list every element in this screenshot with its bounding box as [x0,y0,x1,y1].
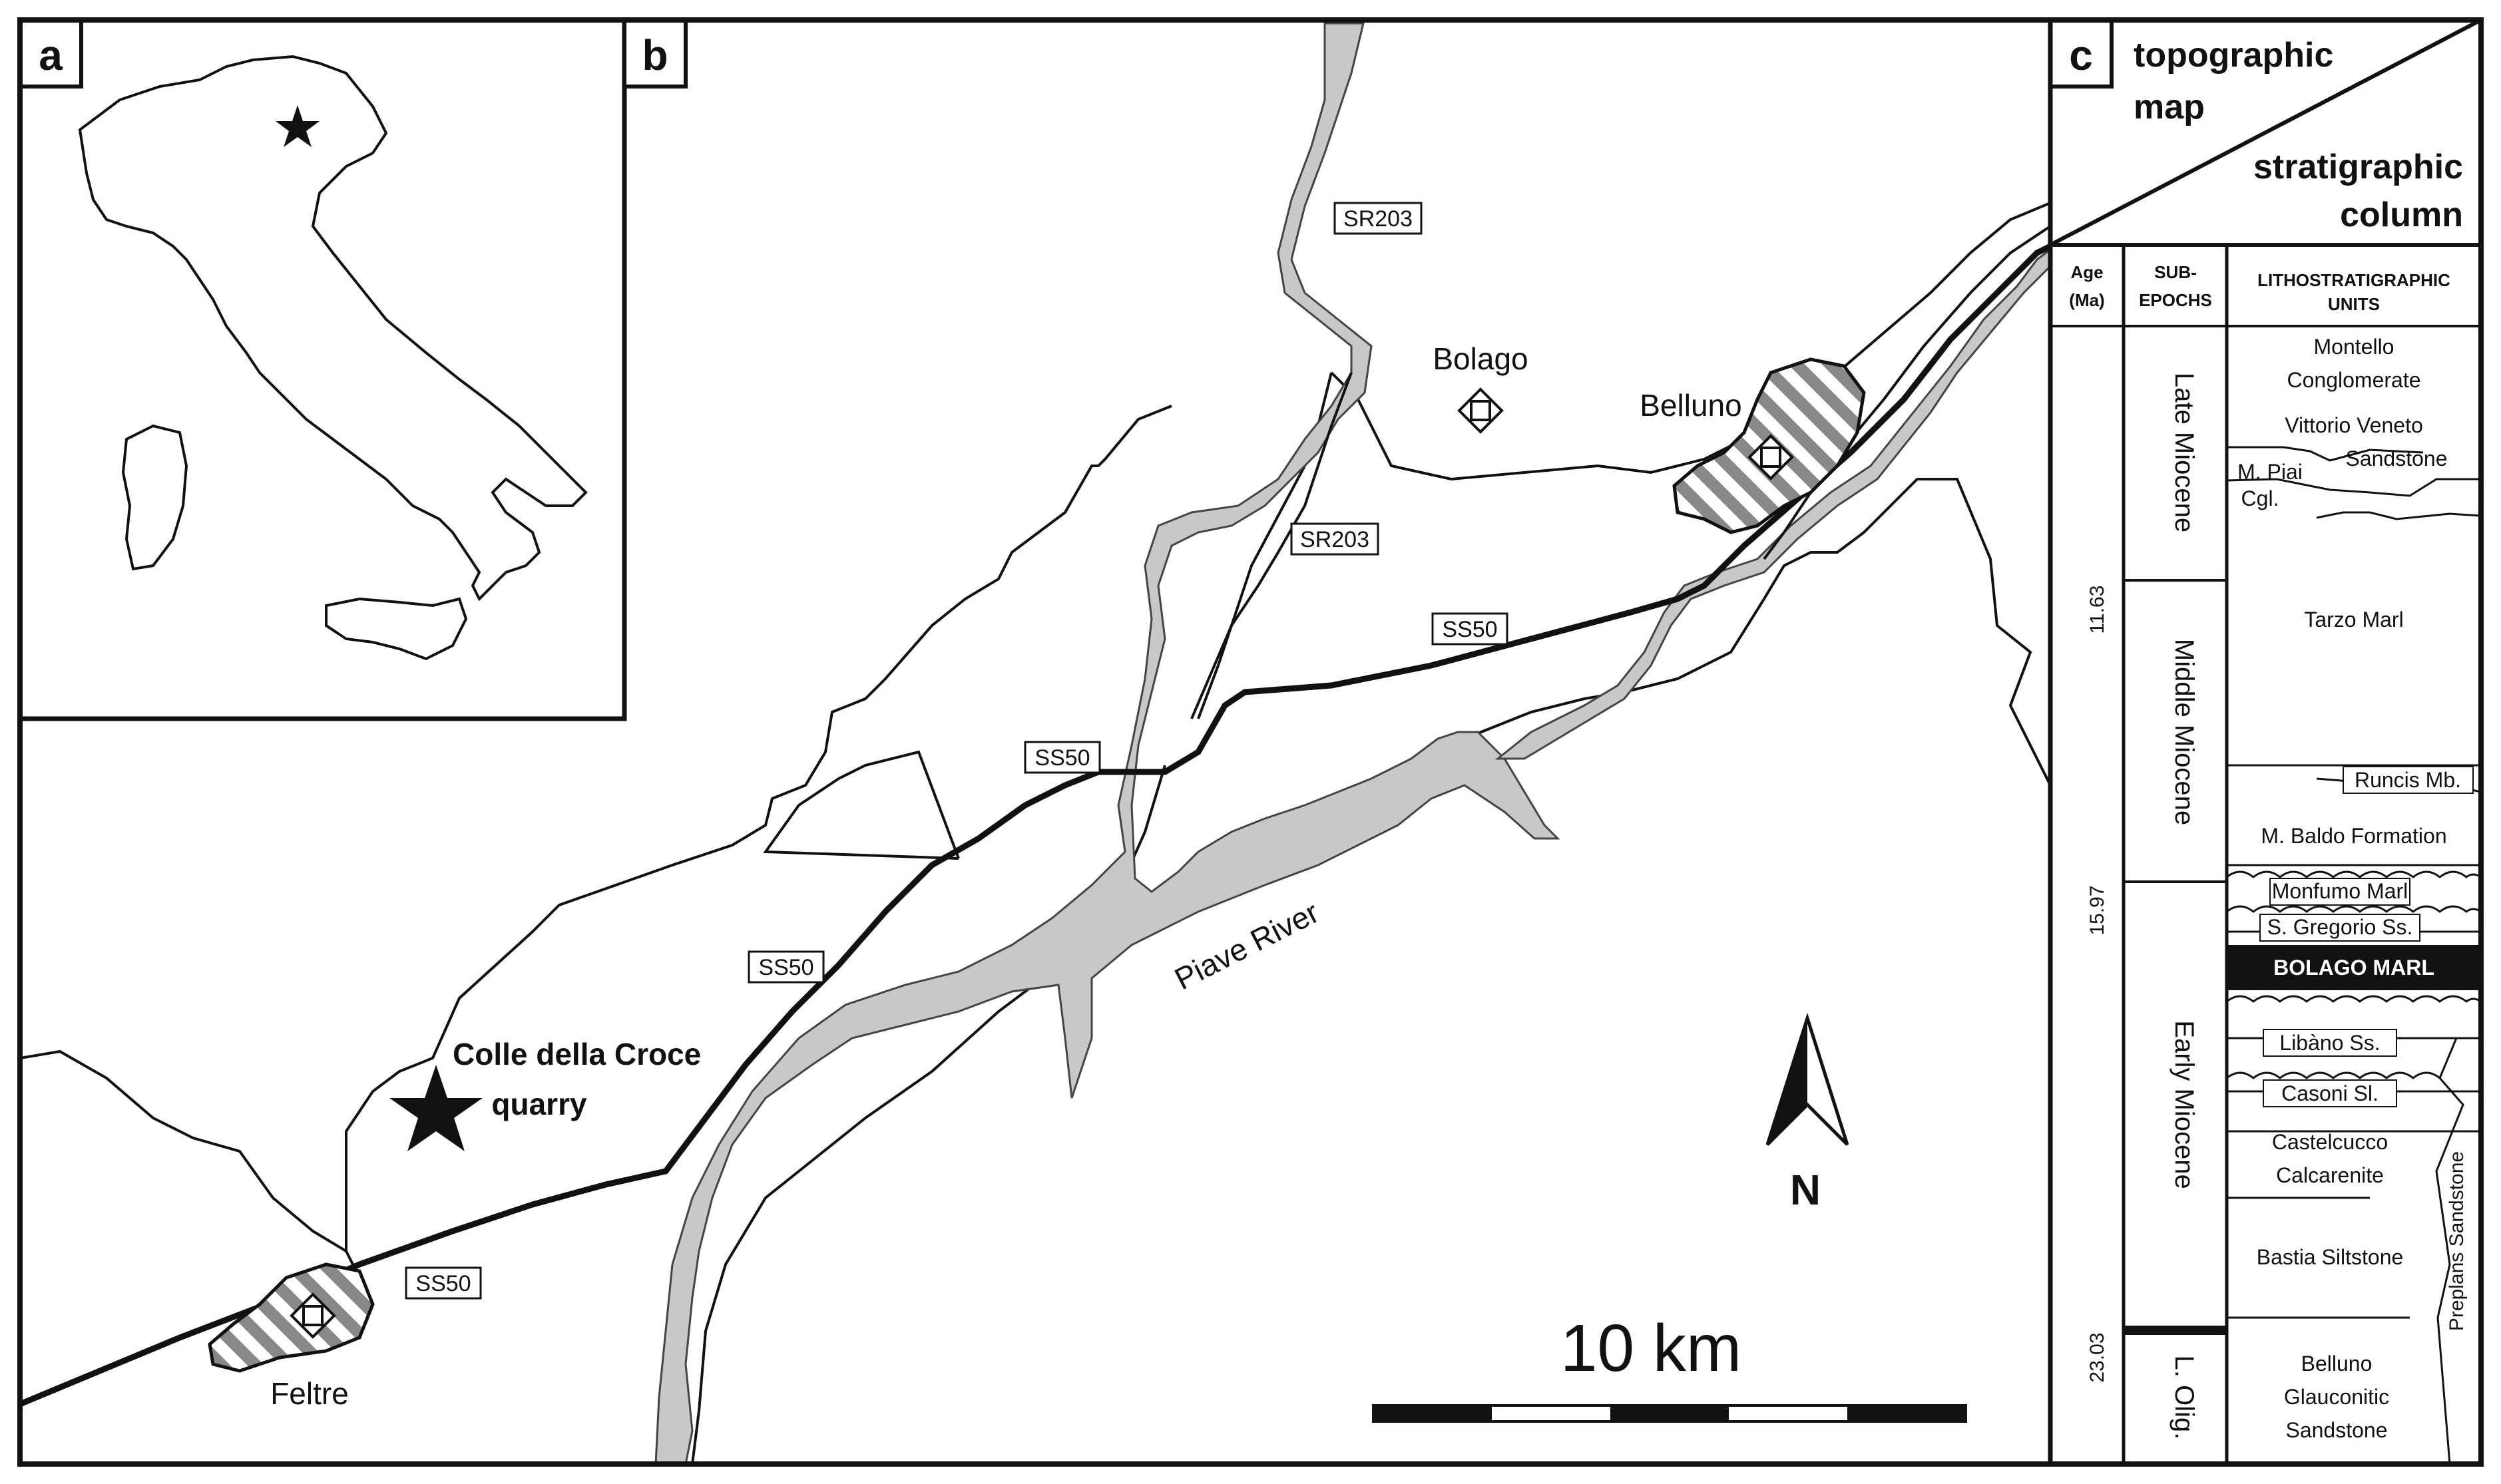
label-ss50-center: SS50 [1034,745,1090,771]
marl-wavy-bands [2226,870,2482,1079]
figure-frame [17,17,2484,1467]
road-labels: SR203 SR203 SS50 SS50 SS50 SS50 [405,202,1508,1300]
unit-gregorio: S. Gregorio Ss. [2267,915,2413,939]
age-15-97: 15.97 [2086,885,2108,935]
north-label: N [1790,1166,1821,1214]
unit-castel-1: Castelcucco [2272,1130,2388,1154]
italy-outline [78,55,588,602]
header-strat-1: stratigraphic [2253,148,2463,186]
unit-belluno-3: Sandstone [2285,1418,2387,1442]
quarry-label-line2: quarry [491,1087,587,1121]
label-sr203-south: SR203 [1300,527,1369,552]
unit-belluno-2: Glauconitic [2284,1385,2389,1409]
unit-vittorio-1: Vittorio Veneto [2285,413,2423,437]
label-ss50-feltre: SS50 [415,1271,471,1296]
unit-bolago: BOLAGO MARL [2273,956,2434,980]
strat-column: topographic map stratigraphic column Age… [2049,18,2482,1465]
age-11-63: 11.63 [2086,586,2108,634]
bolago-marl-band [2227,945,2481,990]
terrain-outline [20,202,2050,1464]
epoch-lolig: L. Olig. [2169,1356,2199,1440]
unit-piai-2: Cgl. [2241,486,2279,510]
label-sr203-north: SR203 [1343,206,1413,232]
sicily-outline [325,597,468,661]
header-topo-1: topographic [2134,36,2333,75]
belluno-marker [1747,434,1794,480]
unit-vittorio-2: Sandstone [2345,447,2447,470]
place-belluno: Belluno [1640,388,1741,423]
feltre-marker [290,1292,336,1339]
col-sub-1: SUB- [2154,262,2197,282]
epoch-early: Early Miocene [2169,1020,2199,1189]
unit-preplans: Preplans Sandstone [2446,1151,2468,1331]
label-ss50-belluno: SS50 [1442,617,1497,642]
italy-star-icon [276,105,320,147]
panel-c-label: c [2069,31,2093,79]
sardinia-outline [121,424,188,571]
unit-libano: Libàno Ss. [2279,1031,2380,1055]
road-sr203 [1190,372,1353,719]
age-23-03: 23.03 [2086,1332,2108,1382]
label-ss50-mid: SS50 [758,955,813,980]
col-litho-2: UNITS [2328,294,2380,314]
place-feltre: Feltre [270,1376,349,1411]
place-bolago: Bolago [1433,341,1528,376]
feltre-urban-area [208,1262,375,1373]
header-strat-2: column [2340,196,2463,234]
scale-bar: 10 km [1372,1311,1967,1423]
piave-river [654,22,1560,1464]
scale-label: 10 km [1560,1311,1741,1386]
unit-tarzo: Tarzo Marl [2304,608,2403,632]
unit-montello-2: Conglomerate [2287,368,2421,392]
road-east [1763,225,2050,560]
unit-monfumo: Monfumo Marl [2272,879,2408,903]
unit-piai-1: M. Piai [2237,460,2303,484]
unit-casoni: Casoni Sl. [2281,1081,2379,1105]
quarry-star-icon [389,1065,483,1151]
panel-a-label: a [39,31,63,79]
unit-montello-1: Montello [2314,335,2394,359]
unit-castel-2: Calcarenite [2276,1163,2384,1187]
italy-inset [17,17,627,721]
unit-belluno-1: Belluno [2301,1352,2373,1376]
col-litho-1: LITHOSTRATIGRAPHIC [2257,270,2450,290]
north-arrow-icon: N [1765,1012,1849,1214]
quarry-label-line1: Colle della Croce [453,1037,701,1071]
col-age-2: (Ma) [2069,290,2104,310]
bolago-marker [1457,387,1504,434]
unit-bastia: Bastia Siltstone [2257,1245,2404,1269]
header-topo-2: map [2134,88,2205,126]
unit-runcis: Runcis Mb. [2355,768,2461,792]
unit-baldo: M. Baldo Formation [2261,824,2446,848]
epoch-middle: Middle Miocene [2169,639,2199,825]
panel-b-label: b [642,31,668,79]
col-age-1: Age [2070,262,2103,282]
col-sub-2: EPOCHS [2139,290,2212,310]
epoch-late: Late Miocene [2169,373,2199,532]
